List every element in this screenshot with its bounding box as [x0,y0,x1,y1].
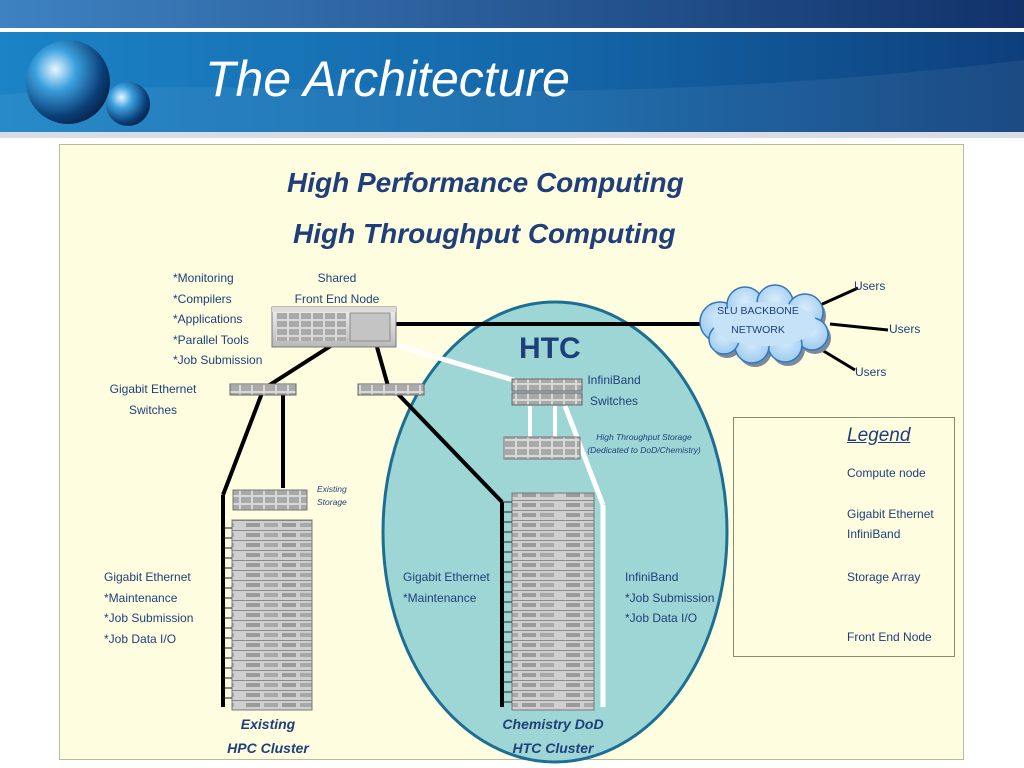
htc-caption-line2: HTC Cluster [512,740,594,756]
htc-gige-notes: Gigabit Ethernet *Maintenance [403,567,490,608]
infiniband-switches [511,378,583,406]
gige-hpc-link [221,392,264,496]
htc-storage-label-line2: (Dedicated to DoD/Chemistry) [587,445,701,455]
ib-switches-label-line2: Switches [589,393,639,408]
hpc-note: *Job Data I/O [104,631,177,646]
front-end-label: Shared Front End Node [287,268,387,309]
gige-switches-label-line2: Switches [128,402,178,417]
users-label-1: Users [854,279,886,293]
existing-storage-array [232,489,308,511]
slide-title: The Architecture [205,51,570,107]
network-label-line1: SLU BACKBONE [717,305,799,317]
users-label-2: Users [889,322,921,336]
legend-title: Legend [847,425,911,446]
feature-item: *Compilers [173,291,232,306]
gige-switches-label: Gigabit Ethernet Switches [103,379,203,420]
header-banner [0,0,1024,138]
hpc-cluster-caption: Existing HPC Cluster [208,712,328,760]
htc-ib-note: *Job Data I/O [625,611,698,625]
heading-htc: High Throughput Computing [293,218,676,249]
htc-caption-line1: Chemistry DoD [502,716,604,732]
network-label: SLU BACKBONE NETWORK [708,302,808,340]
htc-ib-notes: InfiniBand *Job Submission *Job Data I/O [625,567,714,629]
hpc-note: *Maintenance [104,590,178,605]
htc-cluster-rack [511,492,595,711]
ib-switches-label-line1: InfiniBand [587,373,641,387]
users-link-1 [817,286,859,308]
logo-orb-large [26,40,110,124]
users-link-2 [829,322,889,332]
legend-item-front-end-node: Front End Node [847,630,932,644]
feature-item: *Applications [173,312,243,326]
slu-backbone-cloud [699,284,831,367]
hpc-note: Gigabit Ethernet [104,570,191,584]
frontend-gige-right-link [373,339,390,387]
frontend-ib-link [394,342,521,385]
htc-ib-note: InfiniBand [625,570,679,584]
htc-storage-array [503,436,581,460]
gige-switch-right [357,383,425,396]
feature-item: *Monitoring [173,271,234,285]
htc-gige-note: Gigabit Ethernet [403,570,490,584]
gige-switch-left [229,383,297,396]
legend-item-storage-array: Storage Array [847,570,921,584]
htc-zone-label: HTC [519,332,581,365]
network-label-line2: NETWORK [731,324,785,336]
existing-storage-label-line2: Storage [317,497,347,507]
users-label-3: Users [855,365,887,379]
legend-item-infiniband: InfiniBand [847,527,901,541]
htc-ib-note: *Job Submission [625,590,715,605]
feature-item: *Job Submission [173,353,263,367]
hpc-network-notes: Gigabit Ethernet *Maintenance *Job Submi… [104,567,193,649]
htc-gige-note: *Maintenance [403,590,477,605]
frontend-gige-left-link [266,338,342,388]
existing-storage-label: Existing Storage [317,483,347,509]
htc-cluster-caption: Chemistry DoD HTC Cluster [488,712,618,760]
legend-box [733,417,955,657]
logo-orb-small [106,82,150,126]
front-end-label-line1: Shared [317,271,357,285]
existing-storage-label-line1: Existing [317,484,347,494]
hpc-caption-line1: Existing [240,716,296,732]
front-end-label-line2: Front End Node [294,291,380,306]
gige-htc-link [396,392,504,504]
ib-switches-label: InfiniBand Switches [584,370,644,411]
feature-item: *Parallel Tools [173,332,249,347]
hpc-cluster-rack [231,519,313,711]
slide-header [0,0,1024,138]
legend-item-compute-node: Compute node [847,466,926,480]
front-end-features: *Monitoring *Compilers *Applications *Pa… [173,268,262,371]
front-end-node-server [271,306,397,348]
htc-storage-label: High Throughput Storage (Dedicated to Do… [582,431,706,457]
heading-hpc: High Performance Computing [287,167,684,198]
hpc-note: *Job Submission [104,611,194,625]
gige-switches-label-line1: Gigabit Ethernet [109,382,197,396]
hpc-caption-line2: HPC Cluster [227,740,309,756]
htc-storage-label-line1: High Throughput Storage [596,432,692,442]
legend-item-gigabit-ethernet: Gigabit Ethernet [847,507,934,521]
ib-htc-link [562,405,606,506]
